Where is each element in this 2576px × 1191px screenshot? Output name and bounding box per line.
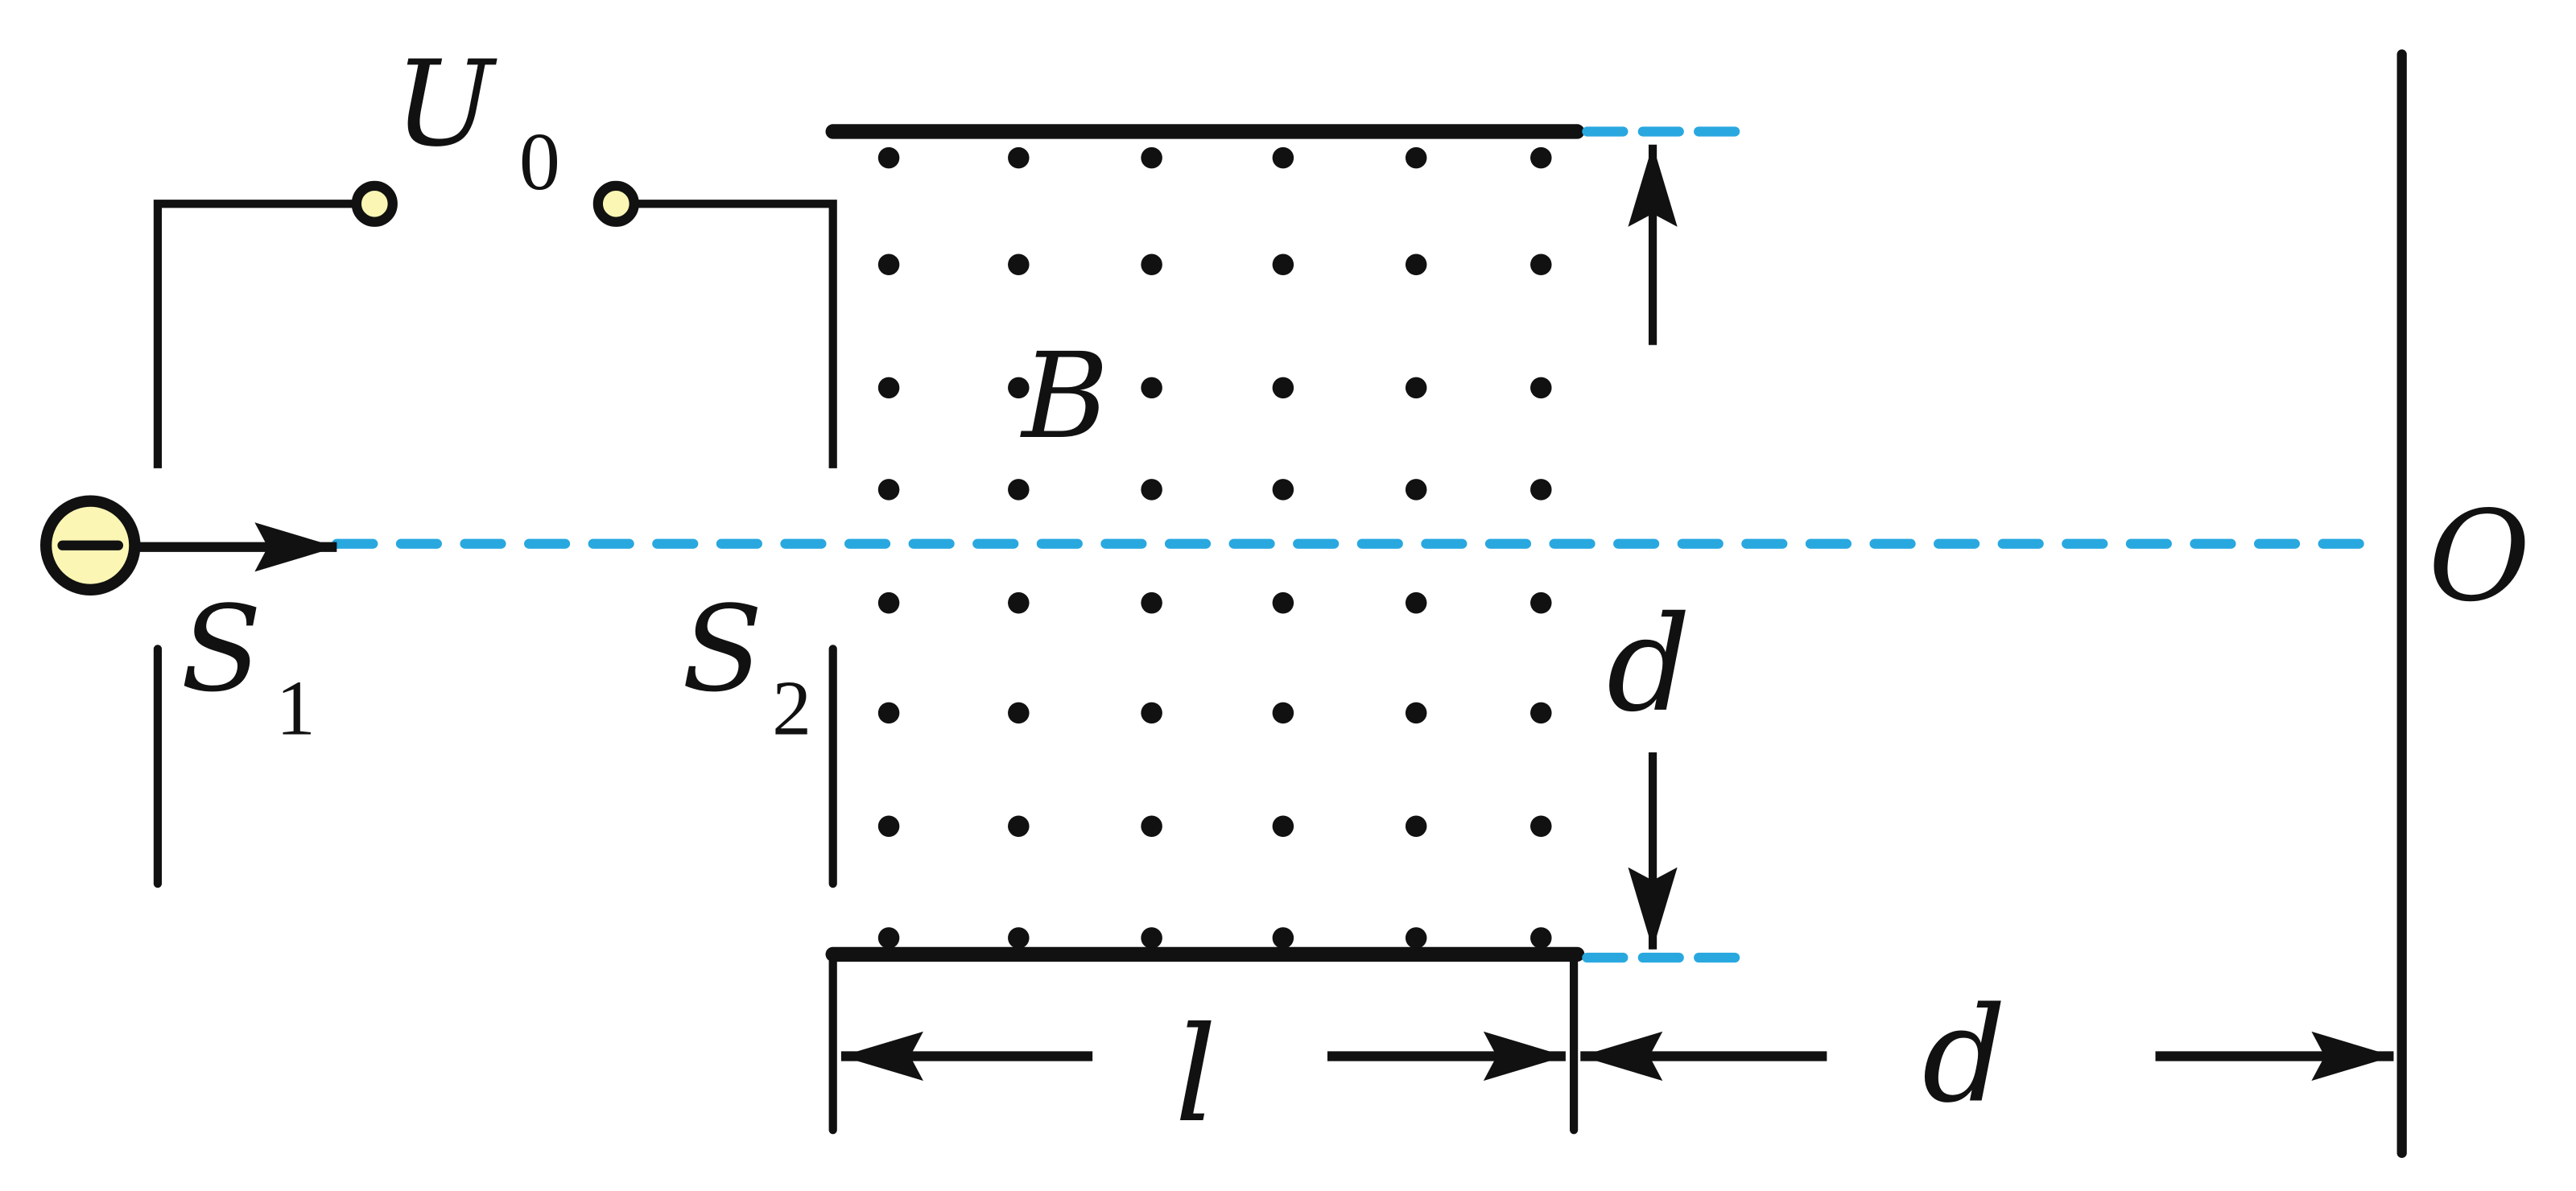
field-dot [1405,815,1427,837]
slit1-subscript: 1 [276,665,316,752]
field-dot [1141,702,1162,724]
field-dot [877,702,900,724]
field-dot [877,591,900,614]
field-dot [1405,702,1427,724]
field-dot [1008,815,1030,837]
field-dot [1272,146,1294,169]
field-dot [877,253,900,276]
field-dot [877,146,900,169]
field-dot [1141,146,1162,169]
field-dot [1272,377,1294,399]
field-dot [1141,591,1162,614]
slit2-label: S [682,580,763,718]
field-dot [877,927,900,949]
field-dot [1530,253,1552,276]
field-dot [1008,146,1030,169]
left-wire [153,200,357,468]
field-dot [1530,146,1552,169]
slit2-subscript: 2 [772,665,811,752]
field-dot [1008,591,1030,614]
field-dot [1141,479,1162,501]
plate-length-label: l [1174,998,1216,1152]
field-dot [1008,479,1030,501]
field-dot [1272,815,1294,837]
field-dot [1008,702,1030,724]
field-dot [1272,927,1294,949]
field-dot [1530,702,1552,724]
right-terminal-icon [592,180,639,227]
field-dot [1141,253,1162,276]
field-dot [1141,377,1162,399]
slit1-label: S [180,580,262,718]
field-dot [1272,702,1294,724]
field-dot [1272,479,1294,501]
field-dot [1405,146,1427,169]
field-dot [877,815,900,837]
field-dot [1141,815,1162,837]
field-dot [1530,927,1552,949]
field-dot [1272,591,1294,614]
voltage-subscript: 0 [519,117,560,208]
field-dot [1530,815,1552,837]
field-dot [1530,591,1552,614]
field-dot [1405,927,1427,949]
screen-distance-label: d [1922,979,2007,1132]
field-dot [1530,377,1552,399]
magnetic-field-dots [877,146,1552,949]
field-dot [1405,591,1427,614]
screen-point-label: O [2428,484,2530,629]
field-dot [1405,479,1427,501]
field-dot [1405,253,1427,276]
field-dot [877,479,900,501]
left-terminal-icon [351,180,398,227]
voltage-label: U [394,35,497,173]
field-dot [1272,253,1294,276]
field-label: B [1019,328,1108,465]
field-dot [1405,377,1427,399]
right-wire [634,200,837,468]
field-dot [1141,927,1162,949]
gap-label: d [1607,587,1691,741]
field-dot [1008,377,1030,399]
field-dot [1530,479,1552,501]
field-dot [1008,253,1030,276]
field-dot [877,377,900,399]
field-dot [1008,927,1030,949]
